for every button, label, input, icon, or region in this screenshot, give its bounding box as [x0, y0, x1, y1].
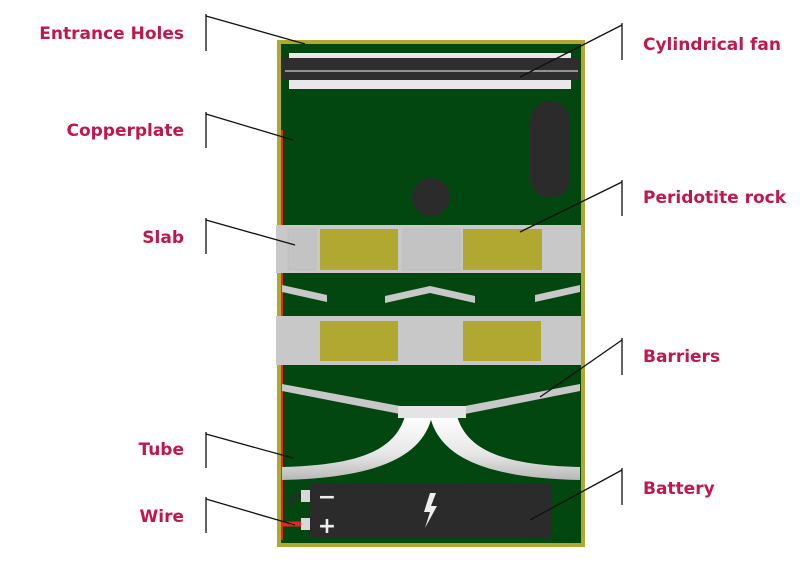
peridotite-rock — [463, 321, 541, 361]
label-copperplate: Copperplate — [66, 121, 184, 141]
label-slab: Slab — [142, 228, 184, 248]
label-tube: Tube — [138, 440, 184, 460]
leader-lines — [205, 14, 623, 533]
slab-upper — [276, 225, 581, 273]
peridotite-rock — [320, 229, 398, 270]
positive-terminal — [301, 518, 310, 530]
cylindrical-fan — [282, 53, 580, 89]
round-port — [412, 178, 450, 216]
label-barriers: Barriers — [643, 347, 720, 367]
tube — [282, 406, 580, 480]
slab-lower — [276, 316, 581, 365]
black-wire — [290, 494, 301, 505]
label-peridotite-rock: Peridotite rock — [643, 188, 787, 208]
fan-cylinder — [282, 58, 580, 80]
peridotite-rock — [320, 321, 398, 361]
barriers-lower — [282, 384, 580, 414]
entrance-hole-bar — [289, 80, 571, 89]
minus-sign: − — [318, 485, 336, 510]
label-entrance-holes: Entrance Holes — [39, 24, 184, 44]
entrance-hole-bar — [289, 53, 571, 60]
lightning-icon — [424, 493, 437, 528]
label-battery: Battery — [643, 479, 715, 499]
label-wire: Wire — [140, 507, 185, 527]
oval-port — [530, 101, 570, 198]
peridotite-rock — [463, 229, 542, 270]
barriers-upper — [282, 285, 580, 303]
battery: − + — [282, 483, 552, 539]
negative-terminal — [301, 490, 310, 502]
label-cylindrical-fan: Cylindrical fan — [643, 35, 781, 55]
plus-sign: + — [318, 514, 336, 539]
